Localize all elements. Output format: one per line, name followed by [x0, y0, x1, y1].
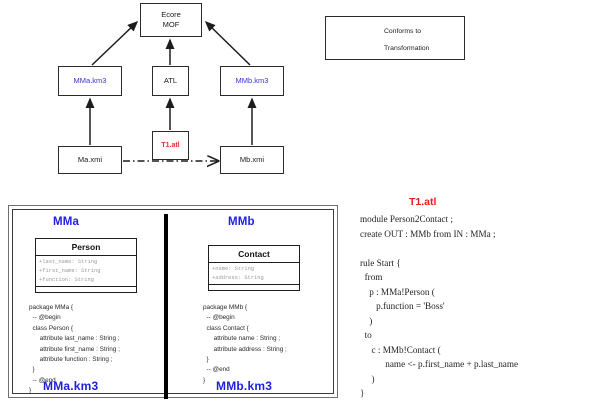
node-atl-label: ATL	[163, 75, 178, 85]
panel-divider	[164, 214, 168, 399]
mma-title: MMa	[53, 216, 80, 228]
uml-class-person: Person +last_name: String +first_name: S…	[35, 238, 137, 293]
node-t1-atl-label: T1.atl	[161, 141, 180, 149]
uml-attribute: +last_name: String	[39, 259, 98, 265]
uml-class-contact-attributes: +name: String +address: String	[209, 263, 299, 285]
node-t1-atl: T1.atl	[152, 131, 189, 160]
legend-item-conforms-label: Conforms to	[384, 28, 422, 35]
arrow-mma-to-ecore	[91, 20, 139, 66]
uml-class-person-operations	[36, 287, 136, 292]
node-mb-xmi-label: Mb.xmi	[239, 154, 265, 164]
uml-attribute: +name: String	[212, 266, 255, 272]
mmb-km3-code: package MMb { -- @begin class Contact { …	[203, 304, 287, 384]
metamodels-panel-inner: MMa Person +last_name: String +first_nam…	[12, 209, 334, 399]
node-mb-xmi: Mb.xmi	[220, 146, 284, 174]
uml-attribute: +first_name: String	[39, 267, 101, 274]
atl-code: module Person2Contact ; create OUT : MMb…	[360, 214, 519, 399]
atl-title: T1.atl	[409, 196, 437, 208]
uml-attribute: +function: String	[39, 276, 94, 283]
metamodels-panel: MMa Person +last_name: String +first_nam…	[8, 205, 338, 399]
node-mmb-km3: MMb.km3	[220, 66, 284, 96]
mmb-title: MMb	[228, 216, 255, 228]
legend-item-transformation-label: Transformation	[384, 45, 430, 52]
mma-km3-code: package MMa { -- @begin class Person { a…	[29, 304, 120, 394]
node-ecore-mof-line1: Ecore	[161, 9, 181, 19]
legend-item-transformation: Transformation	[336, 45, 429, 52]
uml-class-person-name: Person	[36, 239, 136, 256]
mmb-km3-footer: MMb.km3	[216, 379, 273, 393]
mma-km3-footer: MMa.km3	[43, 379, 99, 393]
node-ecore-mof-line2: MOF	[162, 20, 180, 29]
node-atl: ATL	[152, 66, 189, 96]
uml-attribute: +address: String	[212, 274, 264, 281]
node-mmb-km3-label: MMb.km3	[235, 75, 269, 85]
node-ecore-mof: Ecore MOF	[140, 3, 202, 37]
node-mma-km3-label: MMa.km3	[73, 75, 107, 85]
uml-class-person-attributes: +last_name: String +first_name: String +…	[36, 256, 136, 287]
arrow-mmb-to-ecore	[204, 20, 251, 66]
uml-class-contact-operations	[209, 285, 299, 290]
node-ma-xmi-label: Ma.xmi	[77, 154, 103, 164]
legend-item-conforms: Conforms to	[336, 28, 421, 35]
legend-box: Conforms to Transformation	[325, 16, 465, 60]
uml-class-contact: Contact +name: String +address: String	[208, 245, 300, 291]
node-mma-km3: MMa.km3	[58, 66, 122, 96]
uml-class-contact-name: Contact	[209, 246, 299, 263]
node-ma-xmi: Ma.xmi	[58, 146, 122, 174]
